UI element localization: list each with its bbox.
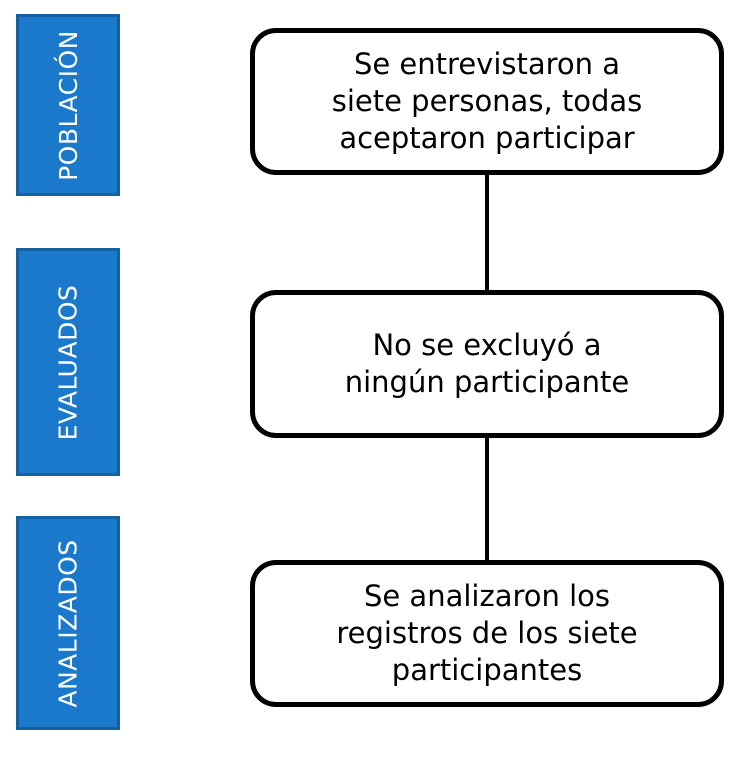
flow-box-analizados-text: Se analizaron los registros de los siete… <box>336 578 638 688</box>
stage-label-poblacion-text: POBLACIÓN <box>53 29 83 181</box>
connector-box2-to-box3 <box>485 435 489 564</box>
flow-box-poblacion-text: Se entrevistaron a siete personas, todas… <box>331 46 643 156</box>
flow-box-evaluados: No se excluyó a ningún participante <box>250 290 724 438</box>
flow-box-poblacion: Se entrevistaron a siete personas, todas… <box>250 28 724 175</box>
stage-label-analizados-text: ANALIZADOS <box>53 538 83 708</box>
stage-label-analizados: ANALIZADOS <box>16 516 120 730</box>
stage-label-evaluados: EVALUADOS <box>16 248 120 476</box>
flow-box-analizados: Se analizaron los registros de los siete… <box>250 560 724 707</box>
flow-box-evaluados-text: No se excluyó a ningún participante <box>344 327 630 399</box>
connector-box1-to-box2 <box>485 172 489 294</box>
stage-label-poblacion: POBLACIÓN <box>16 14 120 196</box>
stage-label-evaluados-text: EVALUADOS <box>53 284 83 440</box>
